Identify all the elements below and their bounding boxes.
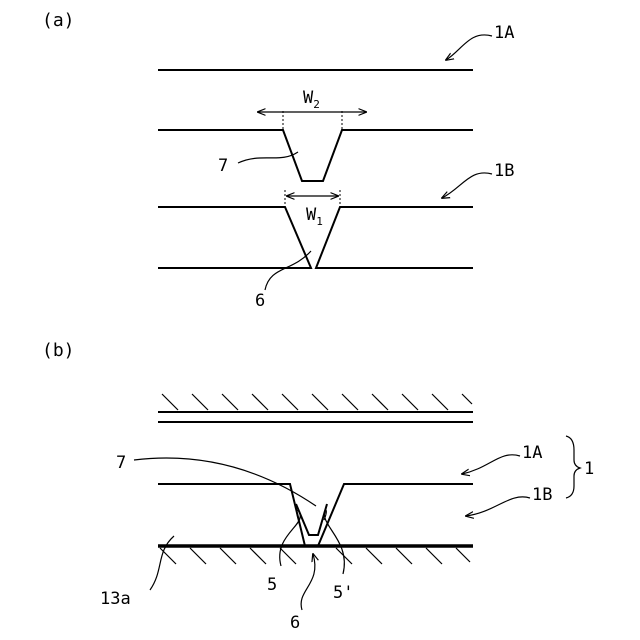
sheet-1a-leader bbox=[446, 35, 492, 60]
edge-5prime-label: 5' bbox=[333, 583, 353, 603]
upper-plate-hatching bbox=[162, 394, 472, 410]
panel-b: (b) bbox=[42, 340, 594, 633]
sheet-left-profile bbox=[158, 484, 305, 546]
base-label: 13a bbox=[100, 589, 131, 609]
slit-label-b: 6 bbox=[290, 613, 300, 633]
base-leader bbox=[150, 536, 174, 590]
sheet-1b-leader-b bbox=[466, 497, 530, 516]
panel-b-label: (b) bbox=[42, 340, 75, 361]
sheet-right-profile bbox=[318, 484, 473, 546]
assembly-brace bbox=[566, 436, 580, 498]
slit-leader bbox=[265, 251, 311, 290]
sheet-1b-label-b: 1B bbox=[532, 485, 552, 505]
slit-leader-b bbox=[301, 554, 315, 610]
panel-a: (a) 1A 7 W2 1B W1 6 bbox=[42, 10, 514, 311]
assembly-label: 1 bbox=[584, 459, 594, 479]
tab-profile bbox=[158, 130, 473, 181]
sheet-1a-label-b: 1A bbox=[522, 443, 542, 463]
sheet-1b-leader bbox=[442, 173, 492, 198]
edge-5prime-leader bbox=[324, 510, 344, 574]
tab-label: 7 bbox=[218, 156, 228, 176]
slit-left-edge bbox=[158, 207, 311, 268]
tab-leader bbox=[238, 152, 298, 163]
sheet-1a-label: 1A bbox=[494, 23, 514, 43]
filler-leader bbox=[134, 458, 316, 506]
w1-label: W1 bbox=[306, 205, 323, 228]
w2-label: W2 bbox=[303, 88, 320, 111]
sheet-1a-leader-b bbox=[462, 455, 520, 474]
edge-5-label: 5 bbox=[267, 575, 277, 595]
slit-right-edge bbox=[316, 207, 473, 268]
sheet-1b-label: 1B bbox=[494, 161, 514, 181]
filler-label: 7 bbox=[116, 453, 126, 473]
slit-label: 6 bbox=[255, 291, 265, 311]
panel-a-label: (a) bbox=[42, 10, 75, 31]
